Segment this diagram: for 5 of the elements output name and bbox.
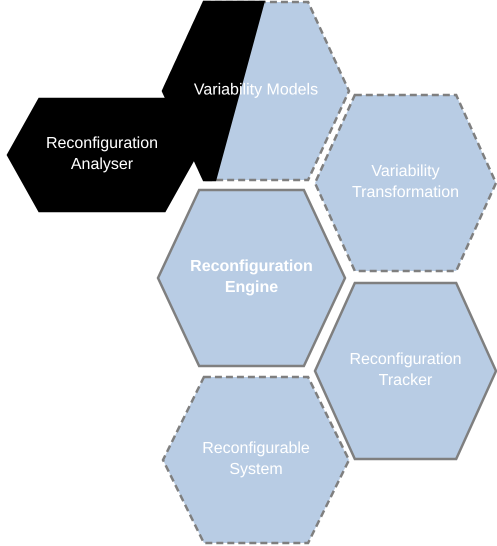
node-label: Reconfiguration Analyser xyxy=(44,134,160,175)
node-label: Variability Transformation xyxy=(351,162,460,203)
node-label: Reconfigurable System xyxy=(201,439,311,480)
node-label: Reconfiguration Tracker xyxy=(348,350,463,391)
node-label: Reconfiguration Engine xyxy=(189,257,314,298)
